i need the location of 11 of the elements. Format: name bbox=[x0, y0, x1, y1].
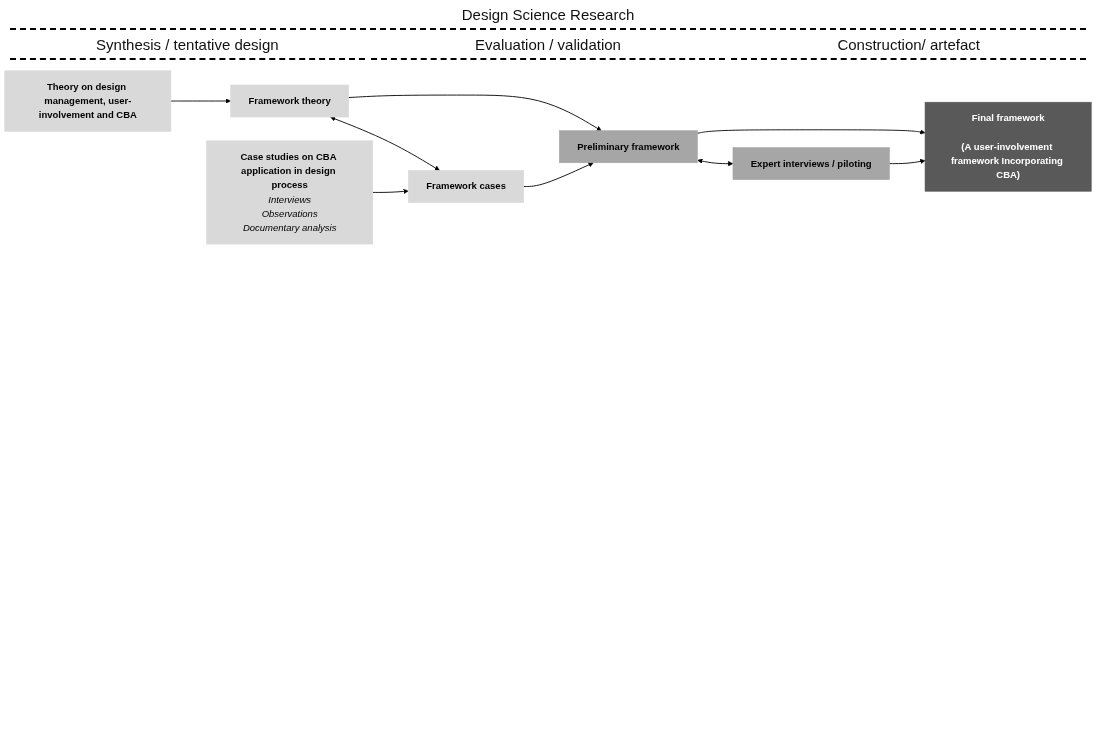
phase-label: Construction/ artefact bbox=[837, 36, 980, 53]
node-box: Framework cases bbox=[408, 170, 524, 203]
phase-label: Synthesis / tentative design bbox=[96, 36, 279, 53]
node-box: Final framework (A user-involvement framework Incorporating CBA) bbox=[924, 101, 1092, 192]
node-box: Theory on design management, user-involvement and CBA bbox=[4, 70, 172, 132]
node-box: Case studies on CBA application in design process Interviews Observations Documentary analysis bbox=[206, 140, 374, 245]
node-box: Framework theory bbox=[230, 84, 349, 118]
node-box: Preliminary framework bbox=[559, 130, 698, 164]
phase-label: Evaluation / validation bbox=[475, 36, 621, 53]
node-box: Expert interviews / piloting bbox=[732, 147, 890, 180]
phase-label: Design Science Research bbox=[461, 6, 635, 23]
